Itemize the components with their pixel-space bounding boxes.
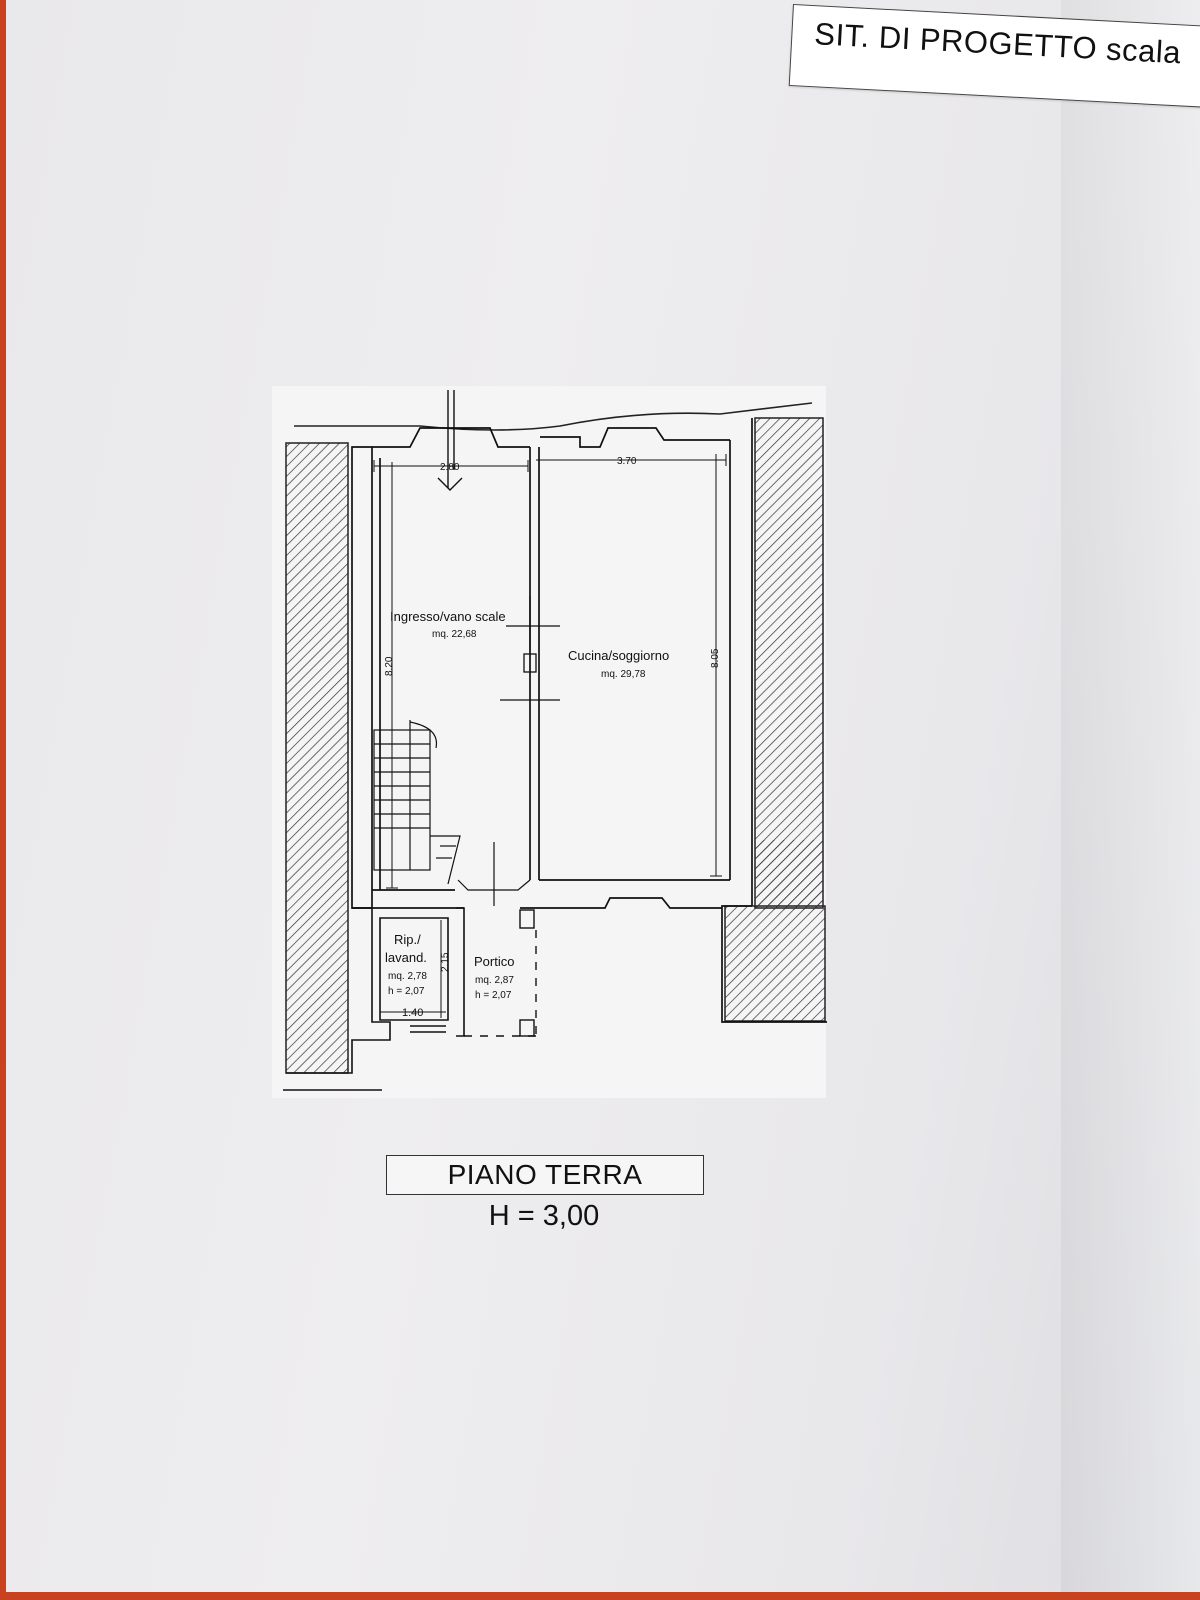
room-rip-height: h = 2,07 bbox=[388, 986, 425, 997]
room-rip-name-2: lavand. bbox=[385, 950, 427, 965]
room-cucina-name: Cucina/soggiorno bbox=[568, 648, 669, 663]
room-portico-height: h = 2,07 bbox=[475, 990, 512, 1001]
ripostiglio-walls bbox=[283, 907, 465, 1091]
floor-height: H = 3,00 bbox=[488, 1200, 600, 1232]
partition-detail bbox=[500, 596, 560, 701]
paper-fold bbox=[1061, 0, 1200, 1592]
dim-ingresso-width: 2.80 bbox=[440, 462, 460, 473]
outer-walls bbox=[351, 418, 827, 1023]
portico-outline bbox=[464, 909, 537, 1037]
right-hatch-upper bbox=[754, 417, 824, 909]
room-rip-name-1: Rip./ bbox=[394, 932, 421, 947]
street-line bbox=[294, 402, 813, 431]
right-hatch-lower bbox=[724, 905, 826, 1022]
left-hatch-wall bbox=[285, 442, 349, 1074]
floor-label: PIANO TERRA bbox=[447, 1159, 643, 1190]
room-ingresso-area: mq. 22,68 bbox=[432, 629, 477, 640]
room-portico-name: Portico bbox=[474, 954, 514, 969]
room-rip-area: mq. 2,78 bbox=[388, 971, 427, 982]
floor-label-box: PIANO TERRA bbox=[386, 1155, 704, 1195]
dim-rip-width: 1.40 bbox=[402, 1007, 423, 1019]
room-portico-area: mq. 2,87 bbox=[475, 975, 514, 986]
dim-cucina-width: 3.70 bbox=[617, 456, 637, 467]
dim-cucina-length: 8.05 bbox=[710, 648, 721, 668]
room-ingresso-name: Ingresso/vano scale bbox=[390, 609, 506, 624]
room-cucina-area: mq. 29,78 bbox=[601, 669, 646, 680]
paper-sheet bbox=[6, 0, 1200, 1592]
entry-arrow-icon bbox=[437, 390, 463, 491]
door-swing bbox=[457, 842, 531, 906]
dim-rip-depth: 2.15 bbox=[440, 952, 451, 972]
dimension-lines bbox=[373, 454, 727, 1018]
dim-ingresso-length: 8.20 bbox=[384, 656, 395, 676]
staircase bbox=[373, 720, 461, 885]
